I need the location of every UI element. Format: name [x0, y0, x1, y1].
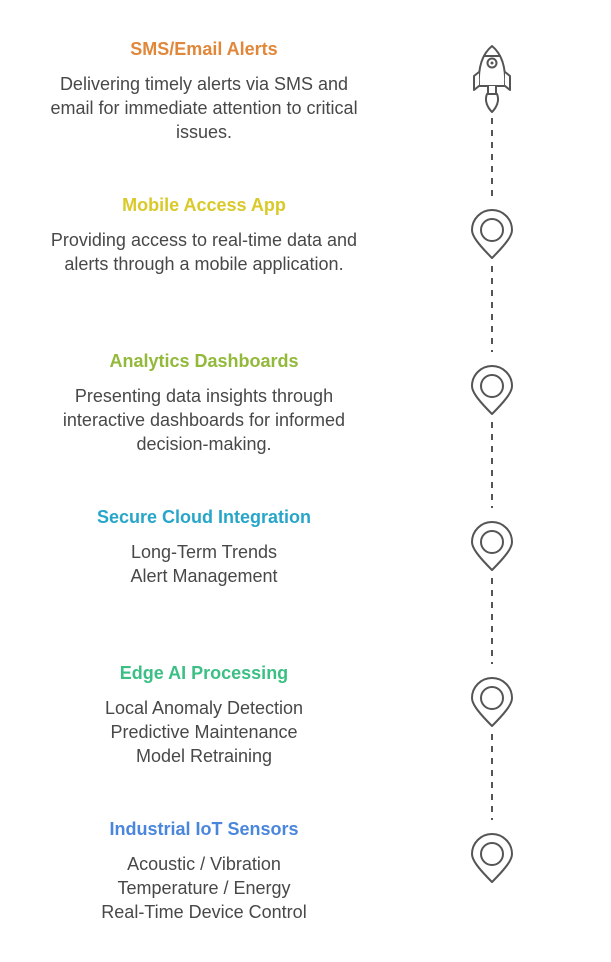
step-description: Local Anomaly Detection Predictive Maint…	[22, 696, 386, 768]
step-mobile-access-app: Mobile Access App Providing access to re…	[22, 193, 386, 276]
map-pin-icon	[471, 833, 513, 883]
step-description-line: Acoustic / Vibration	[127, 854, 281, 874]
step-description: Long-Term Trends Alert Management	[22, 540, 386, 588]
step-title: Edge AI Processing	[119, 663, 289, 683]
map-pin-icon	[471, 209, 513, 259]
step-description-line: Local Anomaly Detection	[104, 698, 304, 718]
map-pin-icon	[471, 365, 513, 415]
step-description-line: issues.	[175, 122, 233, 142]
step-description-line: Real-Time Device Control	[101, 902, 307, 922]
step-description-line: decision-making.	[136, 434, 272, 454]
step-description-line: Providing access to real-time data and	[50, 230, 358, 250]
step-description-line: interactive dashboards for informed	[62, 410, 346, 430]
step-description-line: alerts through a mobile application.	[64, 254, 344, 274]
step-title: SMS/Email Alerts	[130, 39, 278, 59]
step-description-line: Temperature / Energy	[117, 878, 291, 898]
step-description: Presenting data insights through interac…	[22, 384, 386, 456]
rocket-icon	[473, 45, 511, 113]
step-description-line: Model Retraining	[135, 746, 273, 766]
step-title: Analytics Dashboards	[109, 351, 299, 371]
step-description-line: Long-Term Trends	[130, 542, 278, 562]
step-analytics-dashboards: Analytics Dashboards Presenting data ins…	[22, 349, 386, 456]
map-pin-icon	[471, 521, 513, 571]
step-description-line: Presenting data insights through	[74, 386, 334, 406]
step-description-line: email for immediate attention to critica…	[50, 98, 358, 118]
step-title: Secure Cloud Integration	[96, 507, 312, 527]
step-description: Providing access to real-time data and a…	[22, 228, 386, 276]
step-description: Acoustic / Vibration Temperature / Energ…	[22, 852, 386, 924]
map-pin-icon	[471, 677, 513, 727]
step-industrial-iot-sensors: Industrial IoT Sensors Acoustic / Vibrat…	[22, 817, 386, 924]
step-description-line: Delivering timely alerts via SMS and	[59, 74, 349, 94]
step-edge-ai-processing: Edge AI Processing Local Anomaly Detecti…	[22, 661, 386, 768]
step-description-line: Predictive Maintenance	[110, 722, 298, 742]
step-description: Delivering timely alerts via SMS and ema…	[22, 72, 386, 144]
step-title: Mobile Access App	[122, 195, 286, 215]
step-description-line: Alert Management	[130, 566, 278, 586]
step-title: Industrial IoT Sensors	[109, 819, 299, 839]
step-sms-email-alerts: SMS/Email Alerts Delivering timely alert…	[22, 37, 386, 144]
step-secure-cloud-integration: Secure Cloud Integration Long-Term Trend…	[22, 505, 386, 588]
